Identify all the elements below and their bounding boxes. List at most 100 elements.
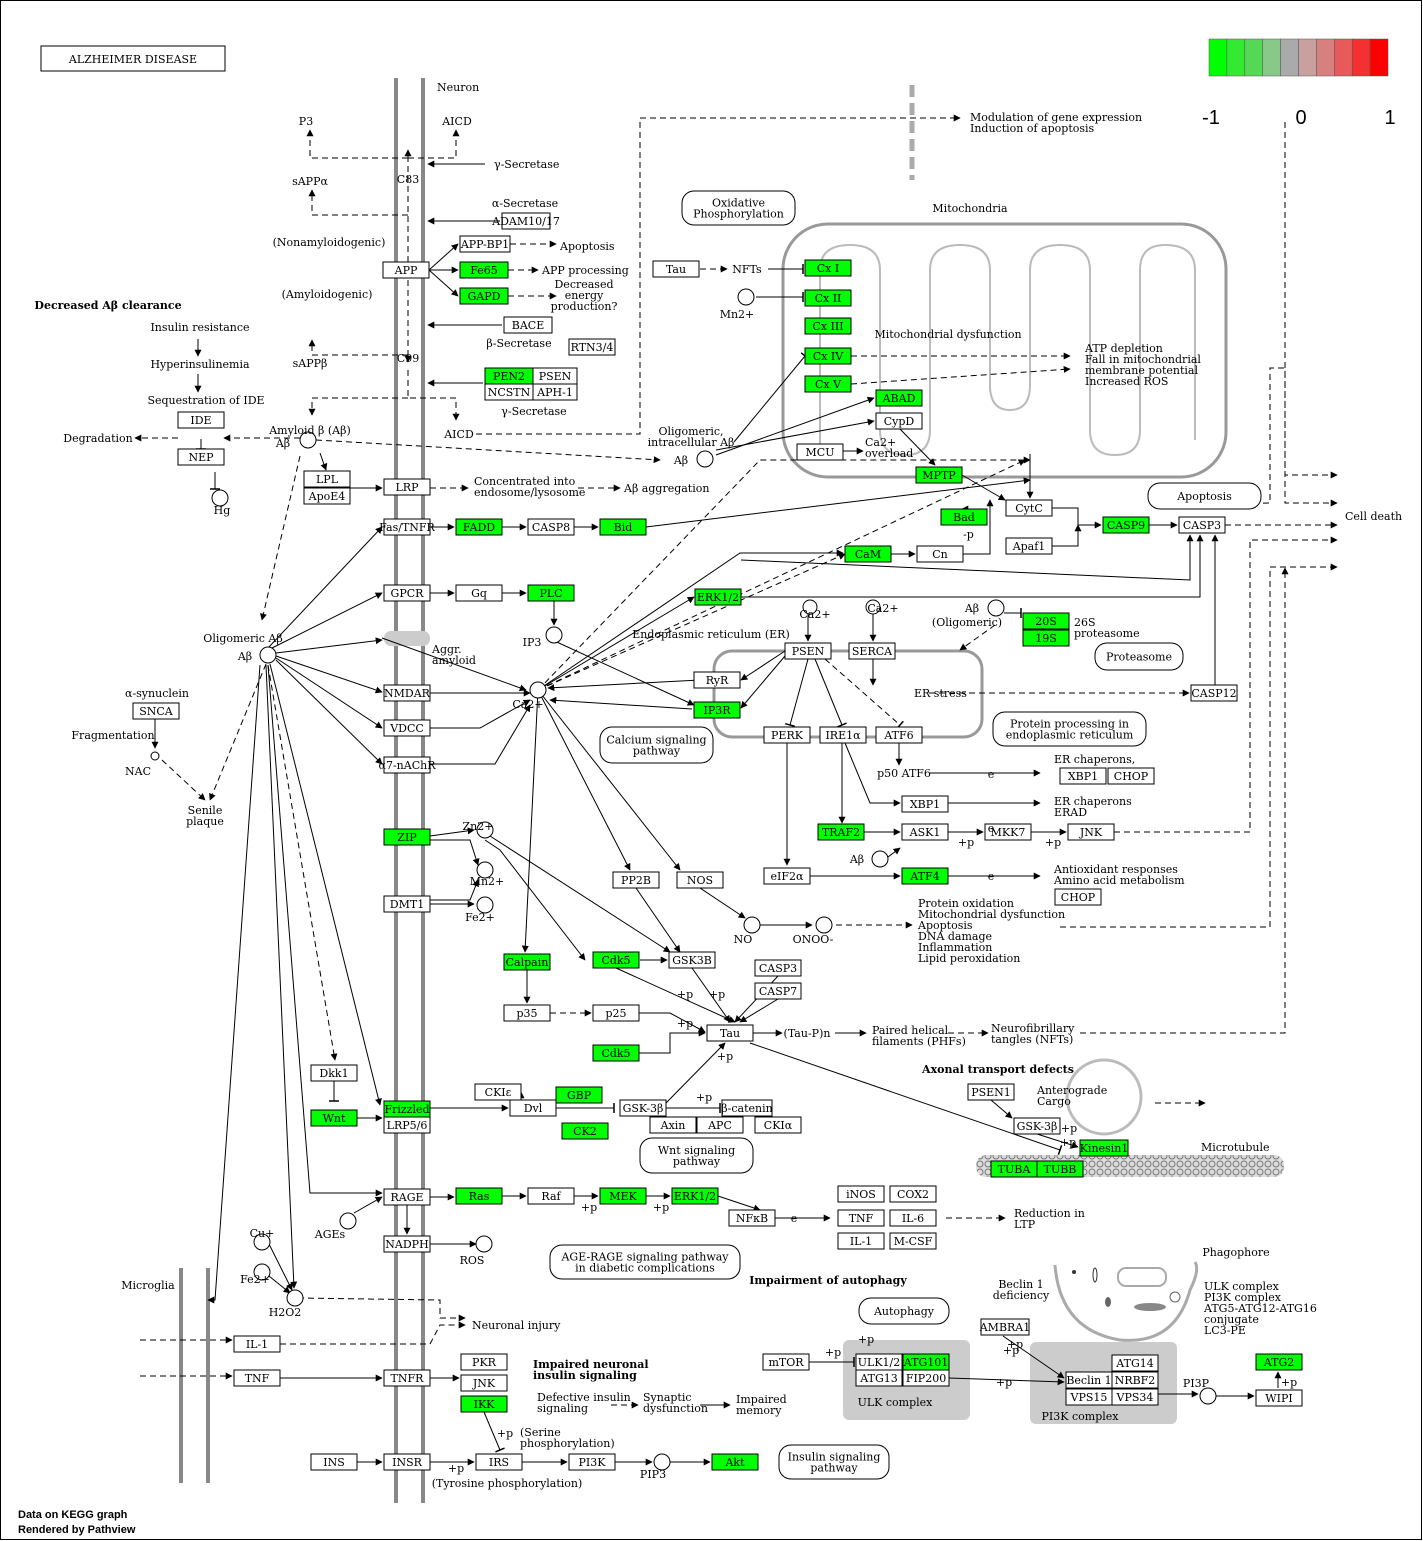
gene-node-il6[interactable]: IL-6: [889, 1209, 937, 1227]
gene-node-gapd[interactable]: GAPD: [459, 287, 509, 305]
compound-onoo[interactable]: ONOO-: [793, 916, 834, 946]
gene-node-ide[interactable]: IDE: [177, 411, 225, 429]
gene-node-atg13[interactable]: ATG13: [855, 1369, 903, 1387]
gene-node-tubb[interactable]: TUBB: [1036, 1160, 1084, 1178]
gene-node-tuba[interactable]: TUBA: [990, 1160, 1038, 1178]
gene-node-cdk5a[interactable]: Cdk5: [592, 951, 640, 969]
compound-nac[interactable]: NAC: [125, 751, 160, 778]
gene-node-lrp56[interactable]: LRP5/6: [383, 1116, 431, 1134]
gene-node-nfkb[interactable]: NFκB: [728, 1209, 776, 1227]
gene-node-pkr[interactable]: PKR: [460, 1353, 508, 1371]
gene-node-snca[interactable]: SNCA: [132, 702, 180, 720]
gene-node-tnfr[interactable]: TNFR: [383, 1369, 431, 1387]
compound-ab26[interactable]: Aβ: [964, 599, 1005, 617]
gene-node-cox2[interactable]: COX2: [889, 1185, 937, 1203]
gene-node-cx3[interactable]: Cx III: [804, 317, 852, 335]
compound-no[interactable]: NO: [734, 916, 761, 946]
gene-node-jnk_b[interactable]: JNK: [460, 1374, 508, 1392]
gene-node-vps15[interactable]: VPS15: [1065, 1388, 1113, 1406]
gene-node-tnf_b[interactable]: TNF: [837, 1209, 885, 1227]
gene-node-dvl[interactable]: Dvl: [509, 1099, 557, 1117]
compound-abmito[interactable]: Aβ: [673, 450, 714, 468]
gene-node-gbp[interactable]: GBP: [555, 1086, 603, 1104]
compound-fe2b[interactable]: Fe2+: [240, 1263, 271, 1286]
gene-node-tau[interactable]: Tau: [706, 1024, 754, 1042]
gene-node-ncstn[interactable]: NCSTN: [484, 383, 534, 401]
gene-node-cypd[interactable]: CypD: [875, 412, 923, 430]
gene-node-gsk3b[interactable]: GSK3B: [668, 951, 716, 969]
gene-node-erk_b[interactable]: ERK1/2: [671, 1187, 719, 1205]
gene-node-gpcr[interactable]: GPCR: [383, 584, 431, 602]
gene-node-cx4[interactable]: Cx IV: [804, 347, 852, 365]
gene-node-nadph[interactable]: NADPH: [383, 1235, 431, 1253]
gene-node-pp2b[interactable]: PP2B: [612, 871, 660, 889]
gene-node-rage[interactable]: RAGE: [383, 1188, 431, 1206]
gene-node-erk_top[interactable]: ERK1/2: [694, 588, 742, 606]
gene-node-fe65[interactable]: Fe65: [459, 261, 509, 279]
gene-node-a7[interactable]: α7-nAChR: [379, 756, 437, 774]
gene-node-inos[interactable]: iNOS: [837, 1185, 885, 1203]
gene-node-gsk3b2[interactable]: GSK-3β: [619, 1099, 667, 1117]
compound-pi3p[interactable]: PI3P: [1183, 1377, 1217, 1405]
gene-node-cx1[interactable]: Cx I: [804, 259, 852, 277]
gene-node-il1_b[interactable]: IL-1: [837, 1232, 885, 1250]
gene-node-traf2[interactable]: TRAF2: [817, 823, 865, 841]
gene-node-dmt1[interactable]: DMT1: [383, 895, 431, 913]
gene-node-pen2[interactable]: PEN2: [484, 367, 534, 385]
pathway-map-autoph[interactable]: Autophagy: [858, 1297, 950, 1325]
gene-node-nrbf2[interactable]: NRBF2: [1111, 1371, 1159, 1389]
gene-node-p35[interactable]: p35: [503, 1004, 551, 1022]
gene-node-lrp[interactable]: LRP: [383, 478, 431, 496]
gene-node-casp12[interactable]: CASP12: [1190, 684, 1238, 702]
gene-node-abad[interactable]: ABAD: [875, 389, 923, 407]
gene-node-vps34[interactable]: VPS34: [1111, 1388, 1159, 1406]
gene-node-pi3k[interactable]: PI3K: [568, 1453, 616, 1471]
gene-node-ask1[interactable]: ASK1: [901, 823, 949, 841]
gene-node-psen_a[interactable]: PSEN: [532, 367, 578, 385]
gene-node-chop1[interactable]: CHOP: [1107, 767, 1155, 785]
gene-node-appbp1[interactable]: APP-BP1: [459, 235, 511, 253]
compound-fe[interactable]: Fe2+: [465, 896, 495, 924]
compound-abolig[interactable]: Aβ: [237, 646, 277, 664]
pathway-map-apopt[interactable]: Apoptosis: [1147, 482, 1262, 510]
gene-node-cam[interactable]: CaM: [844, 545, 892, 563]
gene-node-casp9[interactable]: CASP9: [1102, 516, 1150, 534]
gene-node-il1[interactable]: IL-1: [233, 1335, 281, 1353]
gene-node-beclin1[interactable]: Beclin 1: [1065, 1371, 1113, 1389]
gene-node-bace[interactable]: BACE: [503, 316, 553, 334]
gene-node-ckie[interactable]: CKIε: [474, 1083, 522, 1101]
gene-node-mptp[interactable]: MPTP: [915, 466, 963, 484]
gene-node-mcu[interactable]: MCU: [796, 443, 844, 461]
gene-node-bad[interactable]: Bad: [940, 508, 988, 526]
gene-node-mcsf[interactable]: M-CSF: [889, 1232, 937, 1250]
gene-node-mek[interactable]: MEK: [599, 1187, 647, 1205]
gene-node-app[interactable]: APP: [382, 261, 430, 279]
gene-node-cn[interactable]: Cn: [916, 545, 964, 563]
gene-node-ras[interactable]: Ras: [455, 1187, 503, 1205]
gene-node-gq[interactable]: Gq: [455, 584, 503, 602]
compound-zn[interactable]: Zn2+: [463, 820, 494, 839]
compound-pip3[interactable]: PIP3: [640, 1453, 671, 1481]
gene-node-fadd[interactable]: FADD: [455, 518, 503, 536]
gene-node-nmdar[interactable]: NMDAR: [383, 684, 431, 702]
gene-node-cx2[interactable]: Cx II: [804, 289, 852, 307]
gene-node-atg101[interactable]: ATG101: [902, 1353, 950, 1371]
gene-node-eif2a[interactable]: eIF2α: [763, 867, 811, 885]
gene-node-frizzled[interactable]: Frizzled: [383, 1100, 431, 1118]
gene-node-zip[interactable]: ZIP: [383, 828, 431, 846]
compound-hg[interactable]: Hg: [211, 489, 230, 517]
pathway-map-proteasome[interactable]: Proteasome: [1094, 642, 1184, 671]
gene-node-lpl[interactable]: LPL: [303, 470, 351, 488]
gene-node-irs[interactable]: IRS: [475, 1453, 523, 1471]
compound-mn2[interactable]: Mn2+: [470, 861, 505, 888]
gene-node-akt[interactable]: Akt: [711, 1453, 759, 1471]
gene-node-ikk[interactable]: IKK: [460, 1395, 508, 1413]
gene-node-mkk7[interactable]: MKK7: [984, 823, 1032, 841]
compound-ages[interactable]: AGEs: [314, 1212, 357, 1241]
gene-node-cytc[interactable]: CytC: [1005, 499, 1053, 517]
gene-node-psen_er[interactable]: PSEN: [784, 642, 832, 660]
